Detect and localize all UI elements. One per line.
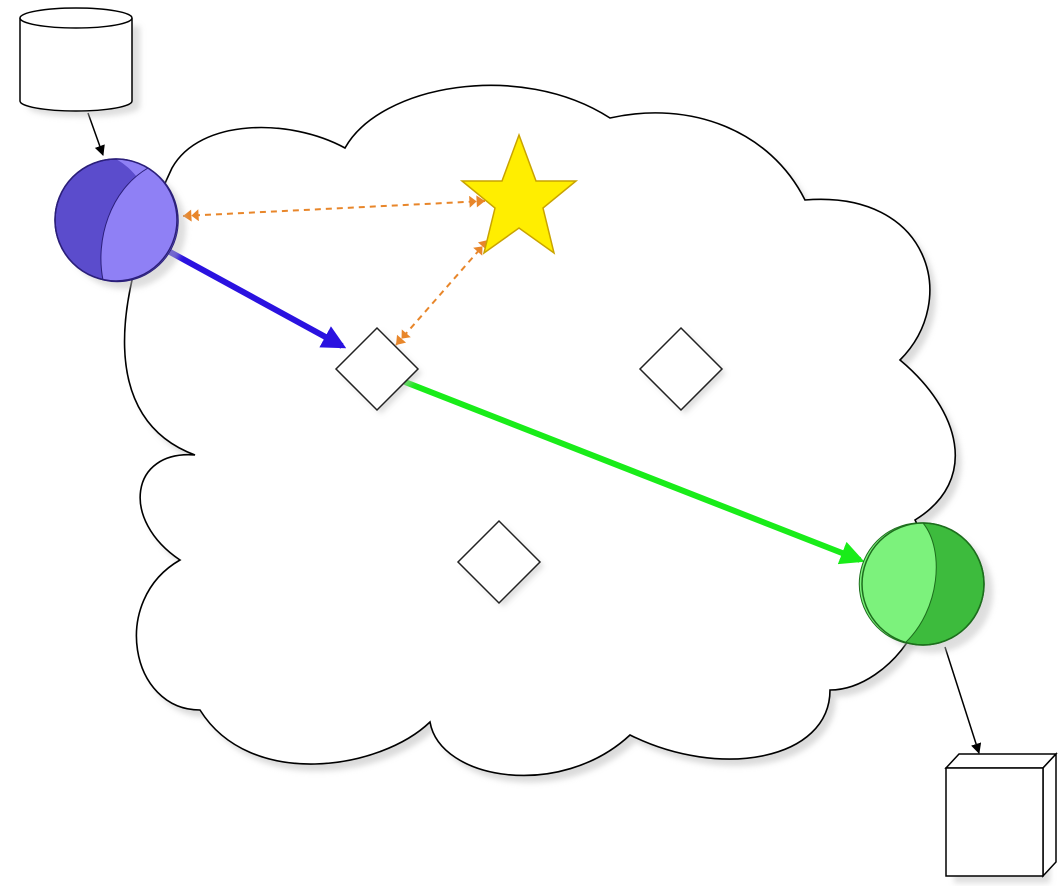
connections <box>87 112 982 754</box>
cloud-outline <box>123 84 957 777</box>
star-icon <box>459 132 579 255</box>
edge-diamond-to-star-dashed <box>395 239 489 346</box>
diamond-c-icon <box>456 519 544 607</box>
source-node-icon <box>54 158 186 289</box>
edge-database-to-source <box>87 112 105 156</box>
edge-destination-to-server <box>944 646 982 754</box>
server-box-icon <box>944 752 1058 883</box>
edge-source-to-diamond-a <box>168 249 347 349</box>
diamond-a-icon <box>334 326 422 414</box>
destination-node-icon <box>858 522 993 653</box>
diamond-b-icon <box>638 326 726 414</box>
edge-diamond-a-to-destination <box>403 379 865 565</box>
database-icon <box>19 7 140 117</box>
